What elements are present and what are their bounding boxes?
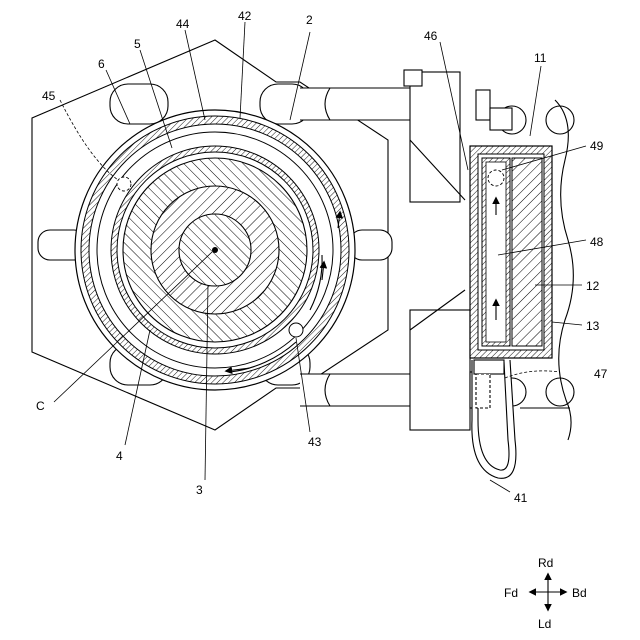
label-3: 3	[196, 483, 203, 497]
label-4: 4	[116, 449, 123, 463]
label-43: 43	[308, 435, 322, 449]
label-2: 2	[306, 13, 313, 27]
label-49: 49	[590, 139, 604, 153]
label-12: 12	[586, 279, 600, 293]
pin-43	[289, 323, 303, 337]
center-point-C	[212, 247, 218, 253]
rotor-assembly	[75, 110, 355, 390]
direction-left-label: Fd	[504, 586, 518, 600]
label-44: 44	[176, 17, 190, 31]
label-48: 48	[590, 235, 604, 249]
label-13: 13	[586, 319, 600, 333]
label-11: 11	[534, 51, 547, 65]
pin-45	[117, 177, 131, 191]
label-45: 45	[42, 89, 56, 103]
label-41: 41	[514, 491, 528, 505]
label-42: 42	[238, 9, 252, 23]
label-C: C	[36, 399, 45, 413]
label-47: 47	[594, 367, 608, 381]
direction-down-label: Ld	[538, 617, 551, 631]
direction-compass: Rd Ld Fd Bd	[504, 556, 587, 631]
label-5: 5	[134, 37, 141, 51]
direction-right-label: Bd	[572, 586, 587, 600]
direction-up-label: Rd	[538, 556, 553, 570]
label-46: 46	[424, 29, 438, 43]
label-6: 6	[98, 57, 105, 71]
pipe-41	[472, 360, 516, 478]
